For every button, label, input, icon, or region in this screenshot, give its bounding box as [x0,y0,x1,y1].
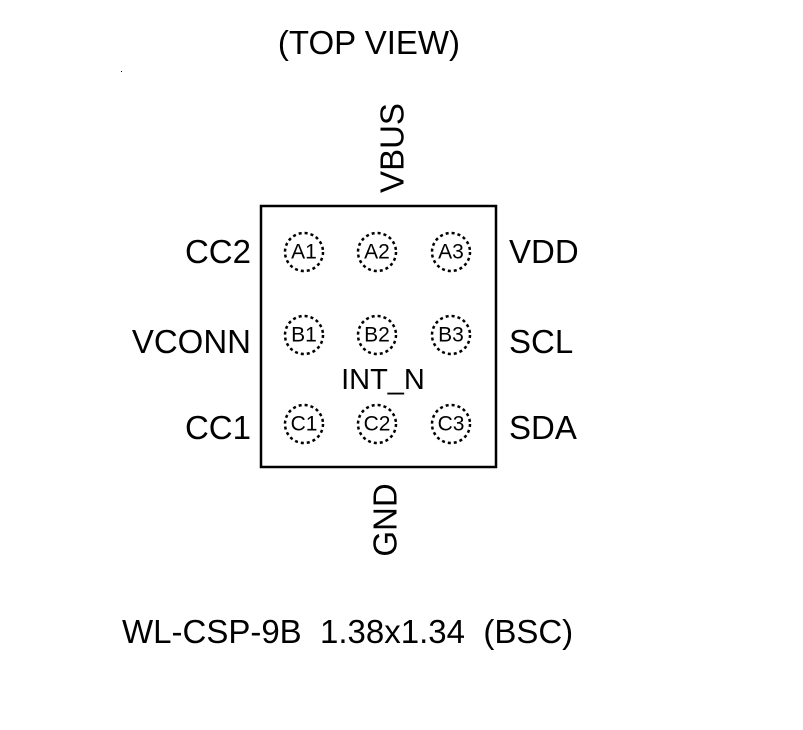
ball-a1-label: A1 [291,241,317,264]
stray-dot [121,71,122,72]
ball-c2-label: C2 [364,413,391,436]
ball-c2: C2 [356,403,398,445]
signal-cc1: CC1 [185,409,251,446]
ball-b3-label: B3 [438,324,464,347]
ball-a2-label: A2 [364,241,390,264]
view-title: (TOP VIEW) [278,24,460,61]
ball-c1-label: C1 [291,413,318,436]
ball-b2: B2 [356,314,398,356]
signal-cc2: CC2 [185,233,251,270]
ball-a3: A3 [430,231,472,273]
signal-vconn: VCONN [132,323,251,360]
package-outline [259,204,498,469]
ball-a3-label: A3 [438,241,464,264]
signal-sda: SDA [509,409,577,446]
package-caption: WL-CSP-9B 1.38x1.34 (BSC) [122,613,573,650]
ball-c3: C3 [430,403,472,445]
signal-vbus: VBUS [374,103,411,193]
ball-c3-label: C3 [438,413,465,436]
signal-gnd: GND [367,483,404,556]
ball-b1-label: B1 [291,324,317,347]
signal-int-n: INT_N [341,364,425,396]
ball-c1: C1 [283,403,325,445]
signal-scl: SCL [509,323,573,360]
ball-b2-label: B2 [364,324,390,347]
ball-b3: B3 [430,314,472,356]
ball-a1: A1 [283,231,325,273]
ball-a2: A2 [356,231,398,273]
ball-b1: B1 [283,314,325,356]
signal-vdd: VDD [509,233,579,270]
